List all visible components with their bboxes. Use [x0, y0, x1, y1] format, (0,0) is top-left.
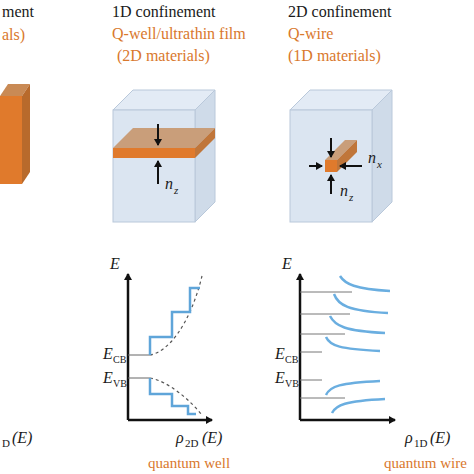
axis-label: (E): [430, 430, 450, 446]
heading-text: Q-well/ultrathin film: [112, 26, 246, 42]
heading-text: als): [2, 27, 25, 43]
dimension-symbol: n: [368, 150, 376, 166]
heading-text: ment: [2, 4, 34, 20]
bulk-front: [0, 96, 22, 184]
axis-subscript: D: [2, 438, 10, 449]
axis-subscript: 1D: [414, 438, 427, 449]
panel-caption: quantum well: [148, 456, 230, 471]
heading-text: (1D materials): [288, 48, 381, 64]
heading-text: Q-wire: [288, 26, 333, 42]
energy-subscript: VB: [113, 379, 127, 389]
axis-label: E: [282, 256, 292, 272]
wire-cube: [290, 90, 392, 222]
energy-subscript: VB: [285, 379, 299, 389]
axis-label: ρ: [405, 430, 413, 446]
bulk-side: [22, 84, 30, 184]
dimension-subscript: z: [174, 185, 178, 196]
energy-label: E: [275, 370, 285, 386]
energy-label: E: [103, 346, 113, 362]
axis-label: ρ: [176, 430, 184, 446]
panel-caption: quantum wire: [384, 456, 467, 471]
dimension-symbol: n: [340, 183, 348, 199]
axis-label: E: [110, 256, 120, 272]
energy-label: E: [275, 346, 285, 362]
dimension-subscript: x: [377, 159, 382, 170]
dimension-subscript: z: [349, 192, 353, 203]
energy-subscript: CB: [113, 355, 126, 365]
axis-label: (E): [12, 430, 32, 446]
well-cube: [113, 90, 215, 222]
energy-subscript: CB: [285, 355, 298, 365]
dimension-symbol: n: [165, 176, 173, 192]
axis-label: (E): [202, 430, 222, 446]
axis-subscript: 2D: [185, 438, 198, 449]
dos-2d-graph: [128, 274, 212, 420]
heading-text: (2D materials): [117, 48, 210, 64]
energy-label: E: [103, 370, 113, 386]
heading-text: 2D confinement: [288, 4, 392, 20]
heading-text: 1D confinement: [112, 4, 216, 20]
dos-1d-graph: [300, 274, 395, 420]
